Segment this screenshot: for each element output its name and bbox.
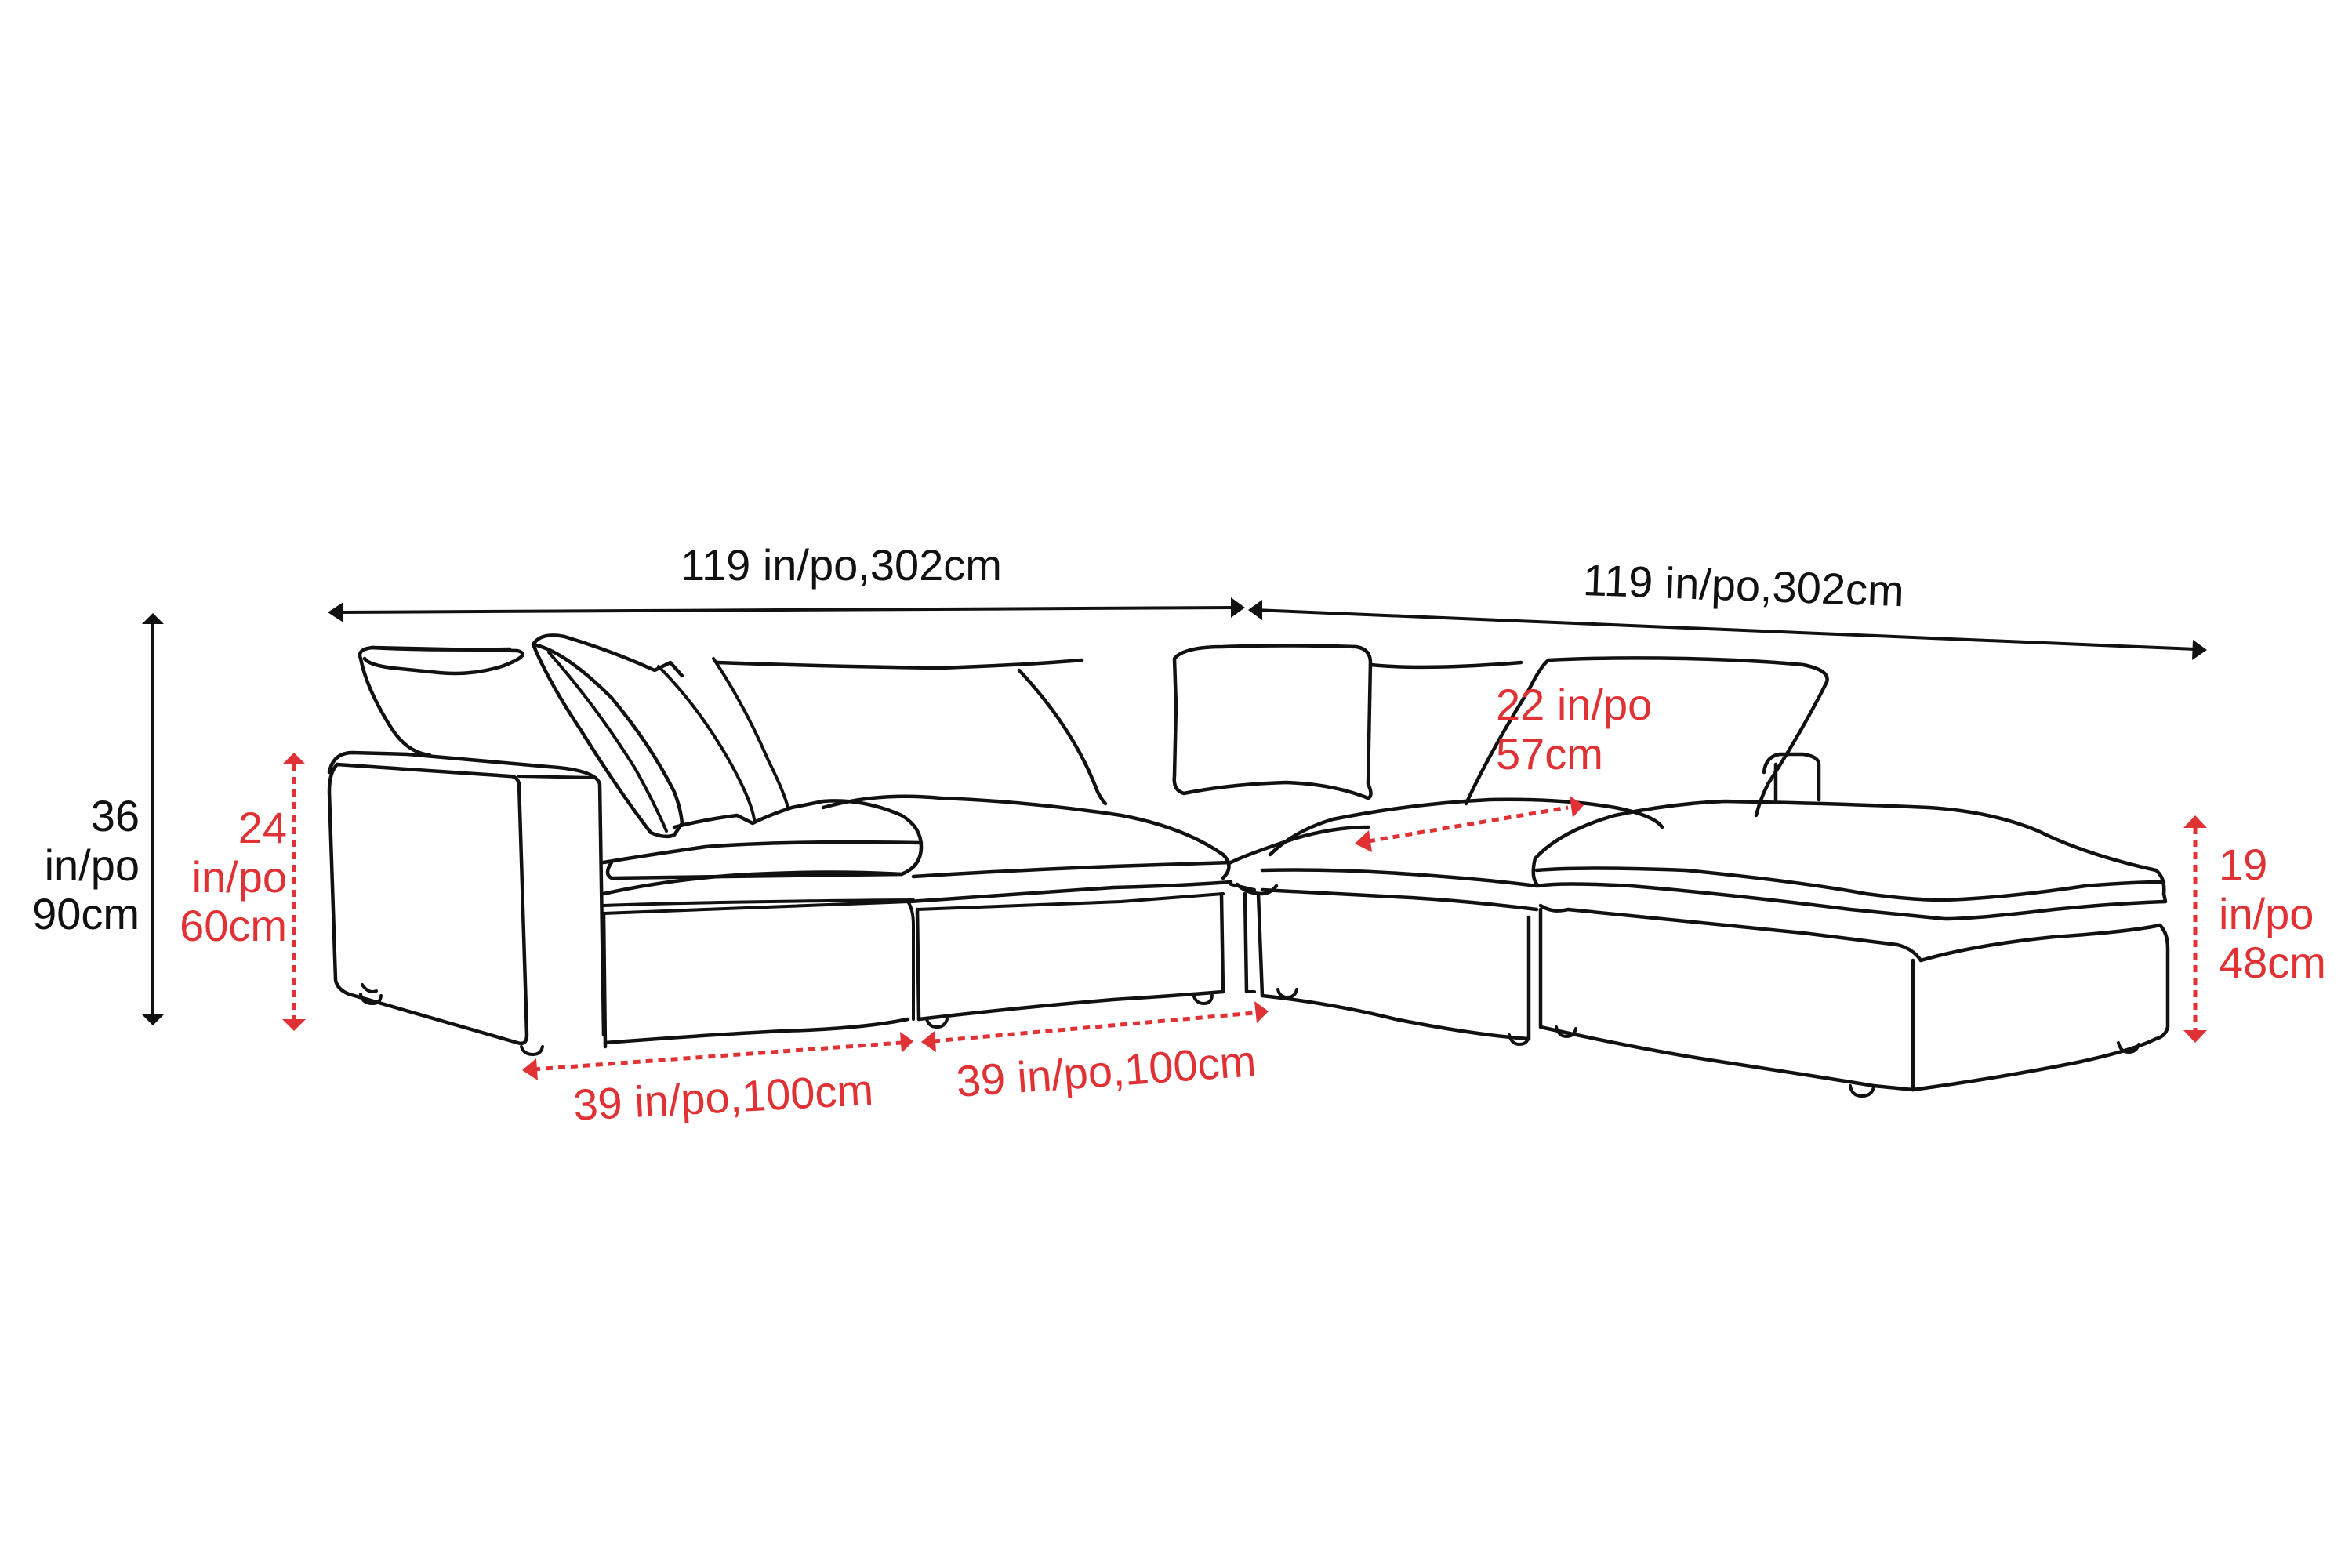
- arrow-right-icon: [1254, 1001, 1269, 1023]
- corner-module: [1172, 644, 1523, 999]
- arm-height-value: 24: [238, 803, 287, 852]
- arrow-up-icon: [142, 613, 164, 624]
- sofa-drawing: [327, 633, 2170, 1098]
- armless-module-left: [715, 658, 1233, 1029]
- arm-height-dimension: [282, 753, 306, 1031]
- overall-width-right-label: 119 in/po,302cm: [1581, 555, 1905, 616]
- seat-width-dimension-1: [522, 1032, 913, 1080]
- ottoman-module: [1531, 752, 2170, 1098]
- seat-depth-metric: 57cm: [1496, 728, 1603, 779]
- arm-height-label: 24 in/po 60cm: [157, 803, 287, 951]
- seat-depth-dimension: [1355, 796, 1584, 852]
- overall-height-value: 36: [90, 791, 140, 840]
- seat-depth-label: 22 in/po 57cm: [1496, 680, 1653, 779]
- arrow-left-icon: [1248, 600, 1262, 620]
- ottoman-height-unit: in/po: [2219, 888, 2314, 938]
- arm-height-metric: 60cm: [180, 901, 287, 951]
- ottoman-height-label: 19 in/po 48cm: [2219, 840, 2326, 988]
- ottoman-height-value: 19: [2219, 840, 2268, 889]
- overall-height-label: 36 in/po 90cm: [16, 791, 140, 939]
- arm-height-unit: in/po: [191, 851, 287, 902]
- arrow-down-icon: [2183, 1030, 2207, 1043]
- arrow-left-icon: [328, 602, 343, 622]
- arrow-right-icon: [1231, 597, 1245, 618]
- arrow-right-icon: [900, 1032, 913, 1053]
- arrow-up-icon: [2183, 815, 2207, 828]
- ottoman-height-metric: 48cm: [2219, 938, 2326, 988]
- seat-width-dimension-2: [921, 1001, 1269, 1052]
- arrow-right-icon: [1570, 796, 1584, 818]
- arrow-down-icon: [142, 1014, 164, 1025]
- ottoman-height-dimension: [2183, 815, 2207, 1043]
- arrow-down-icon: [282, 1019, 306, 1031]
- armless-module-right: [1256, 656, 1829, 1046]
- seat-depth-value: 22 in/po: [1496, 680, 1653, 729]
- overall-height-dimension: [142, 613, 164, 1025]
- arrow-up-icon: [282, 753, 306, 764]
- overall-width-right-dimension: [1248, 600, 2207, 660]
- arrow-right-icon: [2192, 640, 2207, 660]
- arrow-left-icon: [1355, 830, 1372, 852]
- left-arm-module: [327, 633, 924, 1056]
- overall-width-left-label: 119 in/po,302cm: [681, 540, 1002, 590]
- arrow-left-icon: [522, 1058, 538, 1080]
- overall-height-unit: in/po: [44, 840, 140, 890]
- overall-height-metric: 90cm: [32, 889, 140, 939]
- arrow-left-icon: [921, 1031, 936, 1052]
- overall-width-left-dimension: [328, 597, 1245, 622]
